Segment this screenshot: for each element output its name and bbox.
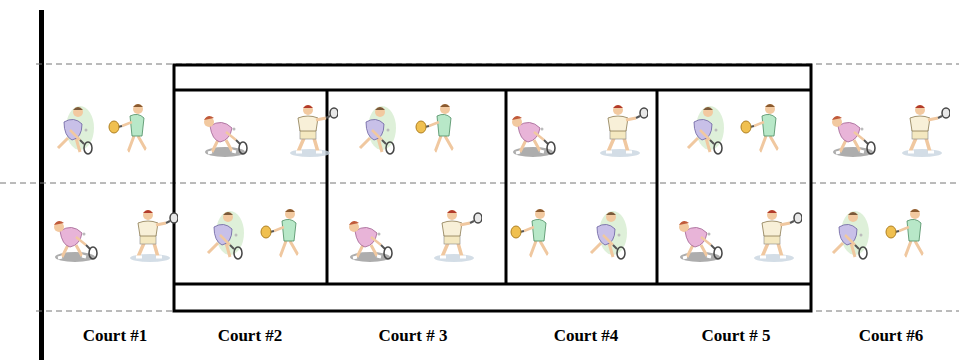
court-label: Court # 3 <box>379 326 448 346</box>
court-label: Court #1 <box>83 326 148 346</box>
court-line <box>174 283 811 286</box>
boundary-line <box>39 10 44 360</box>
court-label: Court #6 <box>859 326 924 346</box>
court-label: Court # 5 <box>702 326 771 346</box>
court-line <box>174 89 811 92</box>
court-line <box>505 90 508 284</box>
court-label: Court #2 <box>218 326 283 346</box>
court-label: Court #4 <box>554 326 619 346</box>
court-line <box>656 90 659 284</box>
dashed-line <box>0 183 959 184</box>
court-outline <box>174 65 811 311</box>
players <box>54 104 950 262</box>
